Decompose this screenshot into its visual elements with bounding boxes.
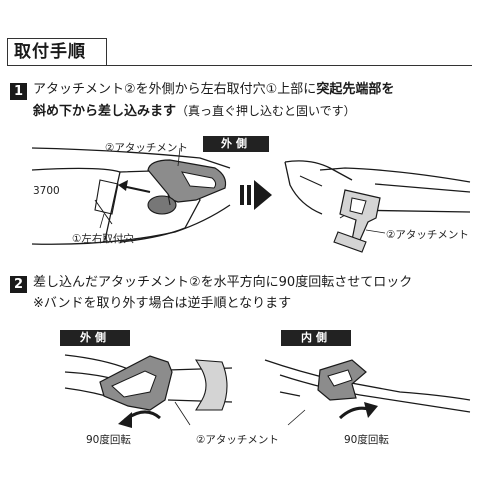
attachment-piece-left [147, 159, 227, 215]
callout-attachment-right: ②アタッチメント [386, 229, 469, 241]
tag-inner-step-2: 内側 [281, 330, 351, 346]
callout-rotate-right: 90度回転 [344, 434, 389, 446]
step-1-line-1: アタッチメント②を外側から左右取付穴①上部に突起先端部を [33, 80, 394, 100]
step-1-line-2-note: （真っ直ぐ押し込むと固いです） [176, 104, 356, 118]
callout-rotate-left: 90度回転 [86, 434, 131, 446]
rotate-arrow-left [118, 410, 161, 428]
step-2-number: 2 [10, 276, 27, 293]
tag-outer-step-1: 外側 [203, 136, 269, 152]
step-1-line-2: 斜め下から差し込みます（真っ直ぐ押し込むと固いです） [33, 101, 356, 122]
step-1-line-1-normal: アタッチメント②を外側から左右取付穴①上部に [33, 82, 317, 97]
goggle-frame-right [284, 160, 471, 219]
step-1-number: 1 [10, 83, 27, 100]
goggle-frame-left [31, 147, 231, 245]
attachment-outer-view [99, 355, 228, 411]
step-2-line-2: ※バンドを取り外す場合は逆手順となります [33, 296, 292, 311]
callout-mounting-hole: ①左右取付穴 [72, 233, 134, 245]
tag-outer-step-2: 外側 [60, 330, 130, 346]
mounting-hole [94, 179, 119, 215]
step-1-arrow-right [240, 180, 272, 210]
step-1-line-2-bold: 斜め下から差し込みます [33, 104, 177, 119]
attachment-piece-right [333, 189, 381, 253]
step-2-line-1: 差し込んだアタッチメント②を水平方向に90度回転させてロック [33, 275, 413, 290]
callout-attachment-left: ②アタッチメント [105, 142, 188, 154]
page-title: 取付手順 [7, 38, 107, 66]
title-divider [107, 65, 472, 66]
attachment-inner-view [317, 359, 367, 401]
callout-attachment-step-2: ②アタッチメント [196, 434, 279, 446]
rotate-arrow-right [338, 402, 378, 420]
model-number: 3700 [33, 185, 60, 197]
step-1-line-1-bold: 突起先端部を [316, 82, 395, 97]
insert-arrow [118, 180, 151, 193]
